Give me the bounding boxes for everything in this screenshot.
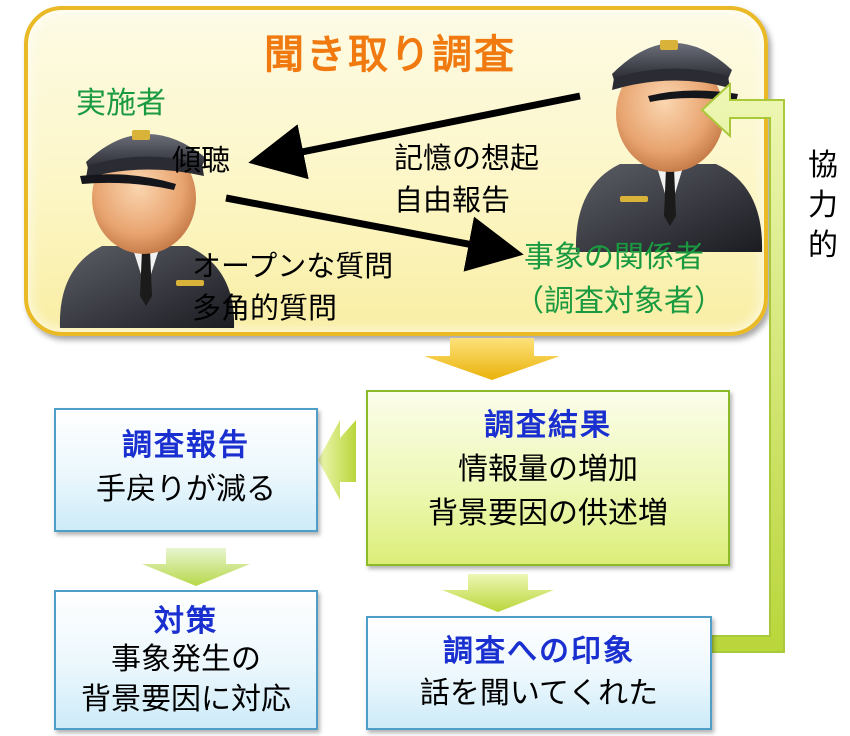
- panel-down-arrow: [424, 338, 560, 380]
- impression-line: 話を聞いてくれた: [419, 676, 659, 711]
- report-title: 調査報告: [122, 428, 250, 463]
- cooperative-char: 力: [808, 188, 838, 223]
- interviewee-figure: [575, 40, 763, 252]
- free-report-label: 自由報告: [394, 183, 511, 217]
- party-label: 事象の関係者: [524, 240, 704, 275]
- results-line: 情報量の増加: [458, 452, 638, 487]
- interview-title: 聞き取り調査: [264, 32, 516, 78]
- measures-box: 対策 事象発生の 背景要因に対応: [54, 590, 318, 730]
- recall-arrow: [248, 92, 581, 180]
- impression-box: 調査への印象 話を聞いてくれた: [366, 616, 712, 730]
- measures-line: 事象発生の: [111, 642, 261, 677]
- cooperative-feedback-arrow: [700, 81, 785, 653]
- party-sub-label: （調査対象者）: [514, 284, 724, 319]
- report-line: 手戻りが減る: [96, 472, 276, 507]
- cooperative-char: 協: [808, 148, 838, 183]
- impression-title: 調査への印象: [443, 634, 635, 669]
- open-question-label: オープンな質問: [192, 249, 394, 283]
- results-title: 調査結果: [484, 408, 612, 443]
- measures-title: 対策: [154, 604, 218, 639]
- results-down-arrow: [442, 574, 554, 612]
- interviewer-figure: [59, 130, 235, 328]
- cooperative-label: 協 力 的: [806, 146, 840, 266]
- question-arrow: [225, 194, 524, 272]
- measures-line: 背景要因に対応: [81, 682, 291, 717]
- listening-label: 傾聴: [172, 143, 231, 177]
- recall-label: 記憶の想起: [394, 141, 540, 175]
- report-box: 調査報告 手戻りが減る: [54, 408, 318, 532]
- interviewer-label: 実施者: [76, 86, 166, 121]
- multi-question-label: 多角的質問: [192, 291, 338, 325]
- report-down-arrow: [142, 548, 250, 586]
- cooperative-char: 的: [808, 228, 838, 263]
- results-box: 調査結果 情報量の増加 背景要因の供述増: [366, 390, 730, 566]
- results-to-report-arrow: [318, 420, 356, 500]
- results-line: 背景要因の供述増: [428, 496, 668, 531]
